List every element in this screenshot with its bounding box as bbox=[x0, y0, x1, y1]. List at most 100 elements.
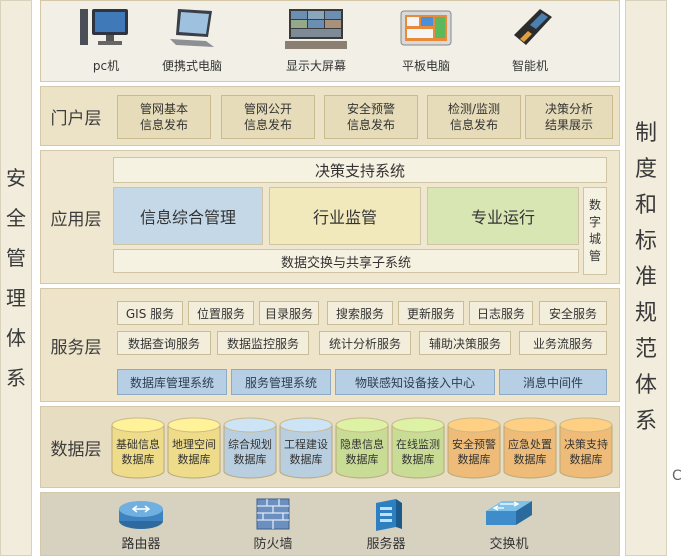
platform-item: 服务管理系统 bbox=[231, 369, 331, 395]
database-icon bbox=[111, 417, 165, 479]
database-cylinder: 工程建设 数据库 bbox=[279, 417, 333, 479]
database-icon bbox=[335, 417, 389, 479]
device-label: 智能机 bbox=[511, 59, 548, 73]
band-char: 制 bbox=[634, 121, 657, 146]
firewall-icon bbox=[256, 498, 290, 530]
database-label: 工程建设 数据库 bbox=[284, 438, 328, 466]
service-item: 统计分析服务 bbox=[319, 331, 411, 355]
infra-router: 路由器 bbox=[101, 497, 181, 552]
data-exchange-subsystem: 数据交换与共享子系统 bbox=[113, 249, 579, 273]
platform-item: 数据库管理系统 bbox=[117, 369, 227, 395]
database-cylinder: 应急处置 数据库 bbox=[503, 417, 557, 479]
service-item: 日志服务 bbox=[469, 301, 533, 325]
layer-title: 服务层 bbox=[50, 337, 102, 358]
portal-layer: 门户层 管网基本 信息发布 管网公开 信息发布 安全预警 信息发布 检测/监测 … bbox=[40, 86, 620, 146]
decision-support-system: 决策支持系统 bbox=[113, 157, 607, 183]
database-label: 综合规划 数据库 bbox=[228, 438, 272, 466]
database-cylinder: 基础信息 数据库 bbox=[111, 417, 165, 479]
database-label: 决策支持 数据库 bbox=[564, 438, 608, 466]
app-module: 信息综合管理 bbox=[113, 187, 263, 245]
infra-label: 防火墙 bbox=[253, 537, 293, 552]
band-char: 管 bbox=[6, 246, 26, 270]
database-icon bbox=[559, 417, 613, 479]
infra-label: 路由器 bbox=[121, 537, 161, 552]
handheld-terminal-icon bbox=[514, 9, 552, 45]
database-cylinder: 决策支持 数据库 bbox=[559, 417, 613, 479]
device-label: 便携式电脑 bbox=[161, 59, 222, 73]
service-item: 数据查询服务 bbox=[117, 331, 211, 355]
switch-icon bbox=[486, 501, 532, 525]
app-module: 专业运行 bbox=[427, 187, 579, 245]
database-icon bbox=[447, 417, 501, 479]
database-label: 隐患信息 数据库 bbox=[340, 438, 384, 466]
device-handheld: 智能机 bbox=[485, 5, 575, 74]
band-char: 体 bbox=[6, 326, 26, 350]
device-label: pc机 bbox=[92, 59, 120, 73]
database-icon bbox=[391, 417, 445, 479]
service-layer: 服务层 GIS 服务 位置服务 目录服务 搜索服务 更新服务 日志服务 安全服务… bbox=[40, 288, 620, 402]
infra-server: 服务器 bbox=[346, 497, 426, 552]
portal-item: 安全预警 信息发布 bbox=[324, 95, 418, 139]
infra-firewall: 防火墙 bbox=[233, 497, 313, 552]
database-cylinder: 安全预警 数据库 bbox=[447, 417, 501, 479]
tablet-icon bbox=[400, 10, 452, 46]
video-wall-icon bbox=[285, 9, 347, 49]
database-cylinder: 在线监测 数据库 bbox=[391, 417, 445, 479]
infra-switch: 交换机 bbox=[469, 497, 549, 552]
data-layer: 数据层 基础信息 数据库地理空间 数据库综合规划 数据库工程建设 数据库隐患信息… bbox=[40, 406, 620, 488]
band-char: 理 bbox=[6, 286, 26, 310]
band-char: 标 bbox=[634, 229, 657, 254]
service-item: 更新服务 bbox=[398, 301, 464, 325]
band-char: 度 bbox=[634, 157, 657, 182]
service-item: 搜索服务 bbox=[327, 301, 393, 325]
platform-item: 消息中间件 bbox=[499, 369, 607, 395]
server-icon bbox=[376, 499, 402, 531]
database-label: 地理空间 数据库 bbox=[172, 438, 216, 466]
security-management-system-band: 安 全 管 理 体 系 bbox=[0, 0, 32, 556]
device-tablet: 平板电脑 bbox=[381, 5, 471, 74]
database-label: 应急处置 数据库 bbox=[508, 438, 552, 466]
database-icon bbox=[223, 417, 277, 479]
device-label: 平板电脑 bbox=[401, 59, 450, 73]
band-char: 系 bbox=[6, 366, 26, 390]
database-label: 基础信息 数据库 bbox=[116, 438, 160, 466]
application-layer: 应用层 决策支持系统 信息综合管理 行业监管 专业运行 数字城管 数据交换与共享… bbox=[40, 150, 620, 284]
database-cylinder: 隐患信息 数据库 bbox=[335, 417, 389, 479]
database-icon bbox=[167, 417, 221, 479]
database-label: 在线监测 数据库 bbox=[396, 438, 440, 466]
service-item: 目录服务 bbox=[259, 301, 319, 325]
database-label: 安全预警 数据库 bbox=[452, 438, 496, 466]
service-item: 数据监控服务 bbox=[217, 331, 309, 355]
app-module: 行业监管 bbox=[269, 187, 421, 245]
service-item: 安全服务 bbox=[539, 301, 607, 325]
router-icon bbox=[119, 501, 163, 529]
band-char: 系 bbox=[634, 409, 657, 434]
standards-system-band: 制 度 和 标 准 规 范 体 系 bbox=[625, 0, 667, 556]
database-cylinder: 综合规划 数据库 bbox=[223, 417, 277, 479]
digital-city-management: 数字城管 bbox=[583, 187, 607, 275]
band-char: 全 bbox=[6, 206, 26, 230]
infra-label: 交换机 bbox=[489, 537, 529, 552]
service-item: 位置服务 bbox=[188, 301, 254, 325]
portal-item: 管网公开 信息发布 bbox=[221, 95, 315, 139]
band-char: 体 bbox=[634, 373, 657, 398]
device-video-wall: 显示大屏幕 bbox=[271, 5, 361, 74]
band-char: 准 bbox=[634, 265, 657, 290]
portal-item: 决策分析 结果展示 bbox=[525, 95, 613, 139]
database-icon bbox=[503, 417, 557, 479]
infra-label: 服务器 bbox=[366, 537, 406, 552]
device-label: 显示大屏幕 bbox=[285, 59, 346, 73]
database-icon bbox=[279, 417, 333, 479]
layer-title: 应用层 bbox=[50, 209, 102, 230]
database-cylinder: 地理空间 数据库 bbox=[167, 417, 221, 479]
layer-title: 数据层 bbox=[50, 439, 102, 460]
device-layer: pc机 便携式电脑 显示大屏幕 bbox=[40, 0, 620, 82]
band-char: 和 bbox=[634, 193, 657, 218]
device-laptop: 便携式电脑 bbox=[147, 5, 237, 74]
service-item: GIS 服务 bbox=[117, 301, 183, 325]
layer-title: 门户层 bbox=[50, 108, 102, 129]
band-char: 规 bbox=[634, 301, 657, 326]
desktop-pc-icon bbox=[80, 9, 128, 45]
laptop-icon bbox=[170, 9, 214, 47]
band-char: 安 bbox=[6, 166, 26, 190]
